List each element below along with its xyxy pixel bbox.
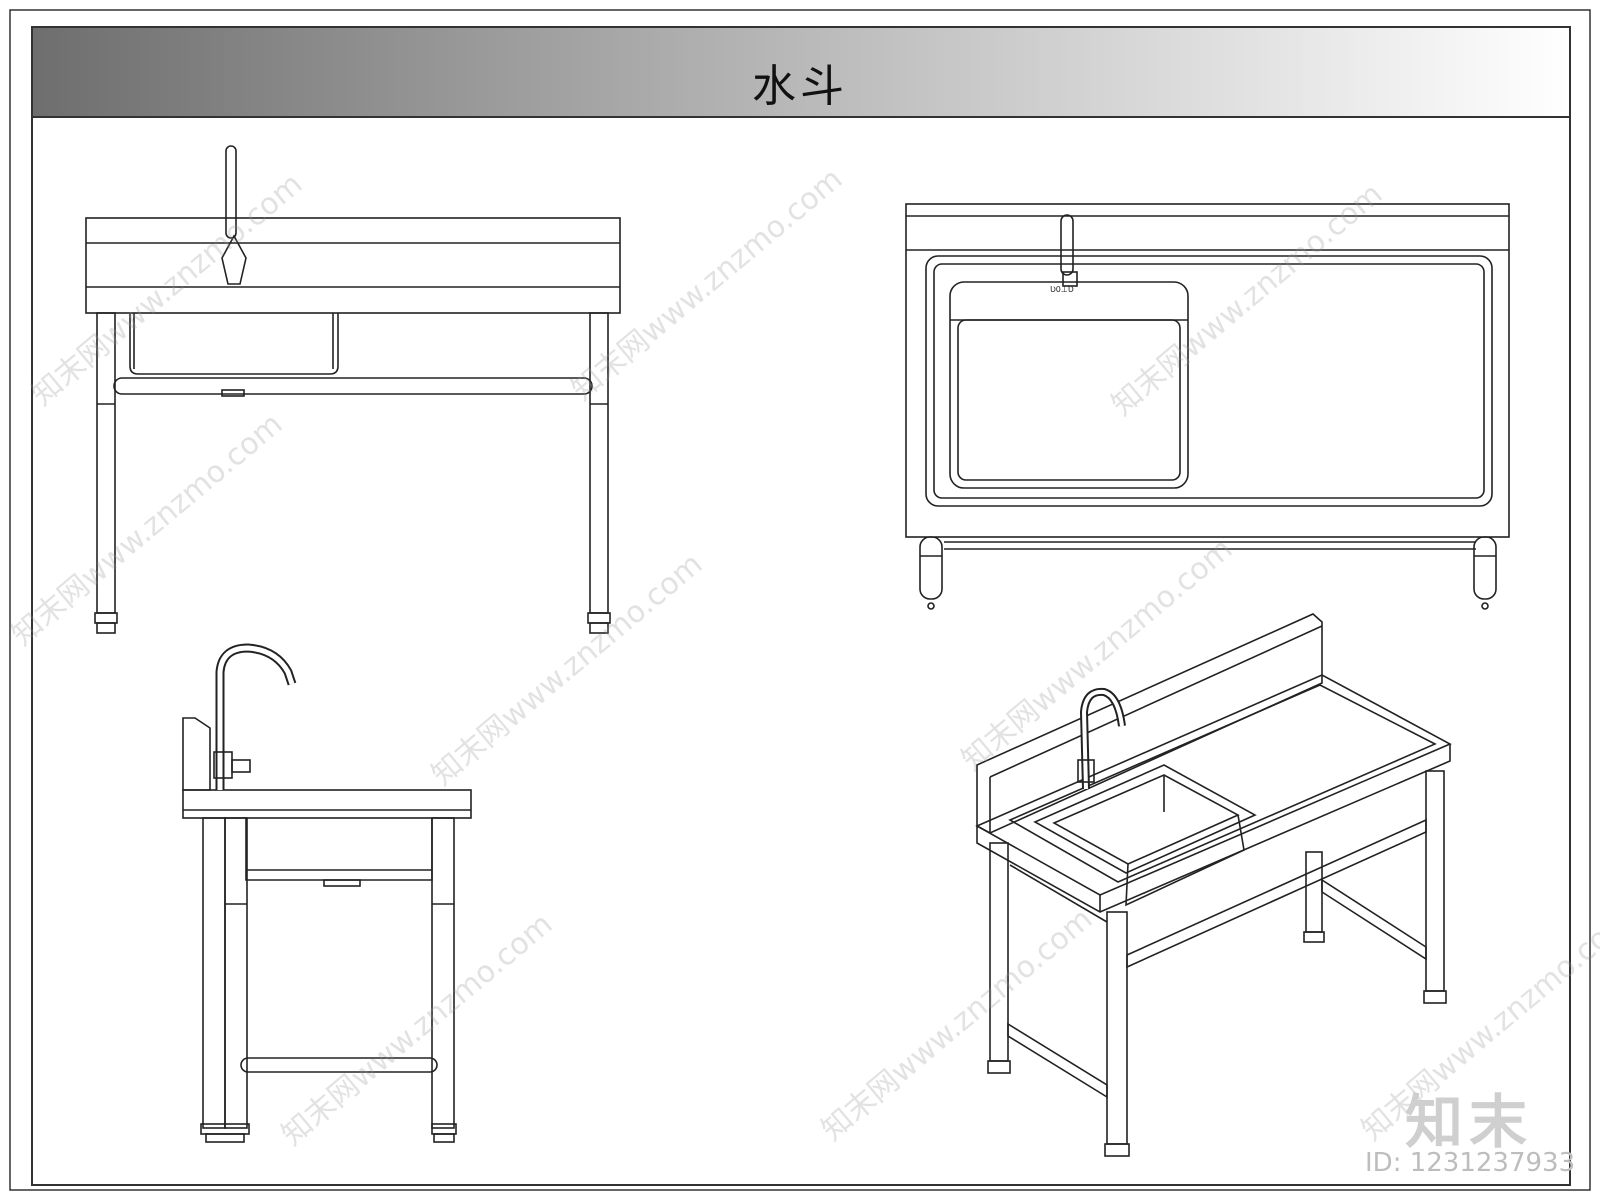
title-bar <box>31 26 1571 118</box>
outer-frame <box>9 9 1591 1191</box>
side-view <box>182 643 472 1143</box>
top-view: Ʋ0⊥Ʋ <box>905 203 1510 610</box>
page-title: 水斗 <box>752 61 848 112</box>
image-id-label: ID: 1231237933 <box>1365 1148 1576 1178</box>
brand-logo-text: 知末 <box>1405 1088 1534 1156</box>
svg-text:Ʋ0⊥Ʋ: Ʋ0⊥Ʋ <box>1050 285 1074 294</box>
isometric-view <box>975 613 1452 1157</box>
front-view <box>85 145 621 634</box>
